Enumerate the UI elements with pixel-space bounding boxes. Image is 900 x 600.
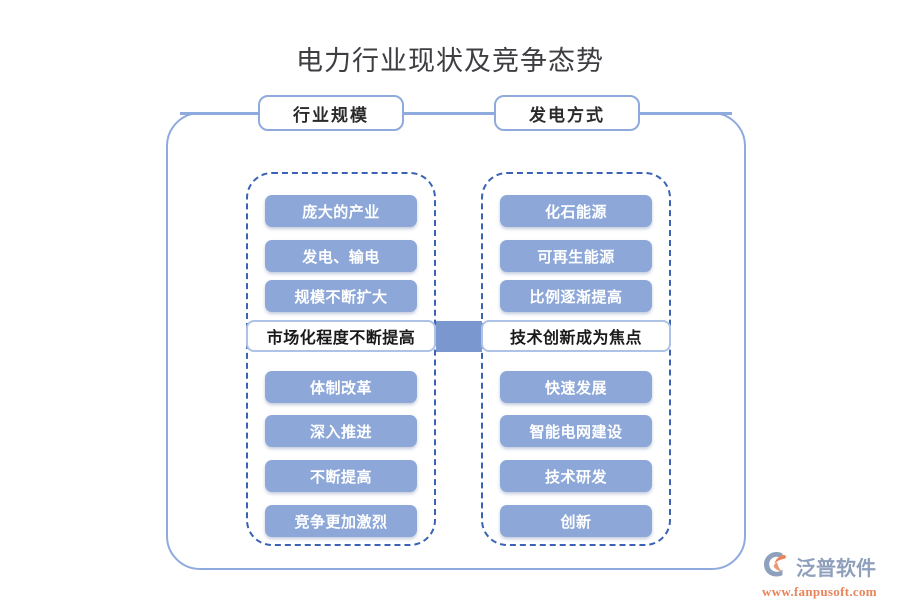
logo-wordmark: 泛普软件	[796, 558, 876, 580]
item-pill[interactable]: 智能电网建设	[500, 415, 652, 447]
item-pill[interactable]: 创新	[500, 505, 652, 537]
fanpu-swoosh-icon	[762, 550, 792, 583]
item-pill[interactable]: 体制改革	[265, 371, 417, 403]
connector-line-right	[640, 112, 732, 115]
item-pill[interactable]: 快速发展	[500, 371, 652, 403]
item-pill[interactable]: 不断提高	[265, 460, 417, 492]
dashed-group-industry-scale	[246, 172, 436, 546]
item-pill[interactable]: 发电、输电	[265, 240, 417, 272]
item-pill[interactable]: 化石能源	[500, 195, 652, 227]
item-pill[interactable]: 竞争更加激烈	[265, 505, 417, 537]
item-pill[interactable]: 技术研发	[500, 460, 652, 492]
highlight-box-industry-scale[interactable]: 市场化程度不断提高	[246, 320, 436, 352]
dashed-group-generation-method	[481, 172, 671, 546]
item-pill[interactable]: 深入推进	[265, 415, 417, 447]
branch-header-industry-scale[interactable]: 行业规模	[258, 95, 404, 131]
branch-header-generation-method[interactable]: 发电方式	[494, 95, 640, 131]
brand-logo: 泛普软件 www.fanpusoft.com	[762, 550, 894, 599]
item-pill[interactable]: 可再生能源	[500, 240, 652, 272]
item-pill[interactable]: 庞大的产业	[265, 195, 417, 227]
connector-line-left	[180, 112, 260, 115]
item-pill[interactable]: 比例逐渐提高	[500, 280, 652, 312]
highlight-bridge-connector	[436, 321, 482, 352]
item-pill[interactable]: 规模不断扩大	[265, 280, 417, 312]
connector-line-middle	[402, 112, 494, 115]
highlight-box-generation-method[interactable]: 技术创新成为焦点	[481, 320, 671, 352]
logo-url: www.fanpusoft.com	[762, 584, 877, 599]
page-title: 电力行业现状及竞争态势	[296, 46, 604, 76]
